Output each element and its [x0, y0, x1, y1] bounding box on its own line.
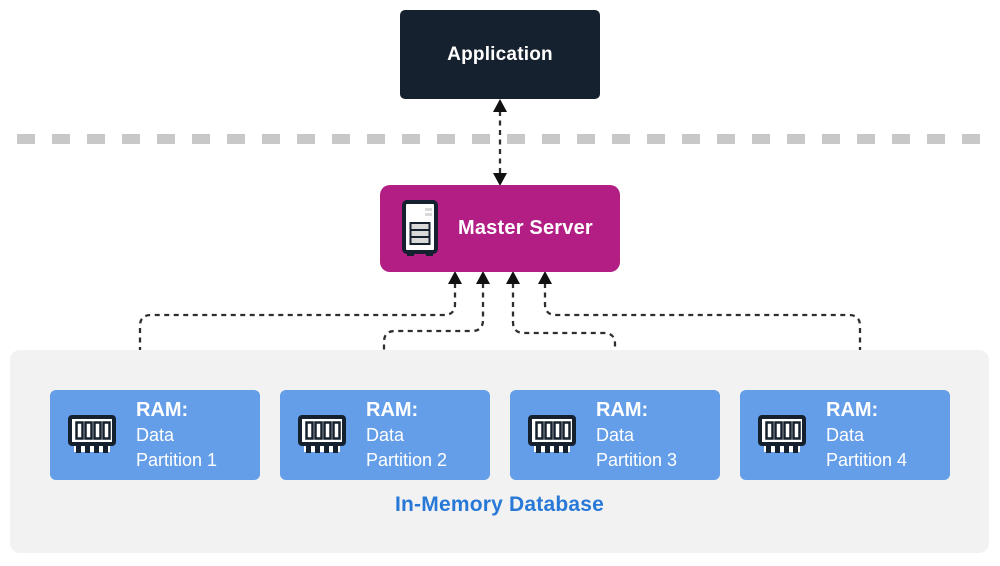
- ram-partition-node-1: RAM: Data Partition 1: [50, 390, 260, 480]
- ram-line1: Data: [136, 424, 175, 445]
- ram-line2: Partition 1: [136, 449, 218, 470]
- master-server-label: Master Server: [458, 217, 593, 239]
- ram-partition-node-4: RAM: Data Partition 4: [740, 390, 950, 480]
- ram-chip-icon: [68, 415, 116, 453]
- boundary-divider-line: [17, 134, 983, 144]
- ram-chip-icon: [528, 415, 576, 453]
- ram-chip-icon: [298, 415, 346, 453]
- arrowhead-up-master-1: [448, 271, 462, 284]
- in-memory-database-panel: RAM: Data Partition 1 RAM: Data: [10, 350, 989, 553]
- application-label: Application: [447, 43, 553, 65]
- arrowhead-up-master-4: [538, 271, 552, 284]
- ram-line2: Partition 2: [366, 449, 448, 470]
- ram-line2: Partition 3: [596, 449, 678, 470]
- ram-title: RAM:: [596, 398, 649, 421]
- ram-line1: Data: [596, 424, 635, 445]
- arrowhead-up-master-2: [476, 271, 490, 284]
- application-node: Application: [400, 10, 600, 99]
- master-server-node: Master Server: [380, 185, 620, 272]
- ram-line1: Data: [366, 424, 405, 445]
- arrowhead-up-master-3: [506, 271, 520, 284]
- in-memory-database-label: In-Memory Database: [395, 493, 604, 516]
- ram-partition-node-3: RAM: Data Partition 3: [510, 390, 720, 480]
- ram-chip-icon: [758, 415, 806, 453]
- server-tower-icon: [402, 199, 438, 256]
- ram-partition-node-2: RAM: Data Partition 2: [280, 390, 490, 480]
- ram-title: RAM:: [826, 398, 879, 421]
- arrowhead-up-application: [493, 99, 507, 112]
- ram-title: RAM:: [366, 398, 419, 421]
- ram-line1: Data: [826, 424, 865, 445]
- ram-title: RAM:: [136, 398, 189, 421]
- ram-line2: Partition 4: [826, 449, 908, 470]
